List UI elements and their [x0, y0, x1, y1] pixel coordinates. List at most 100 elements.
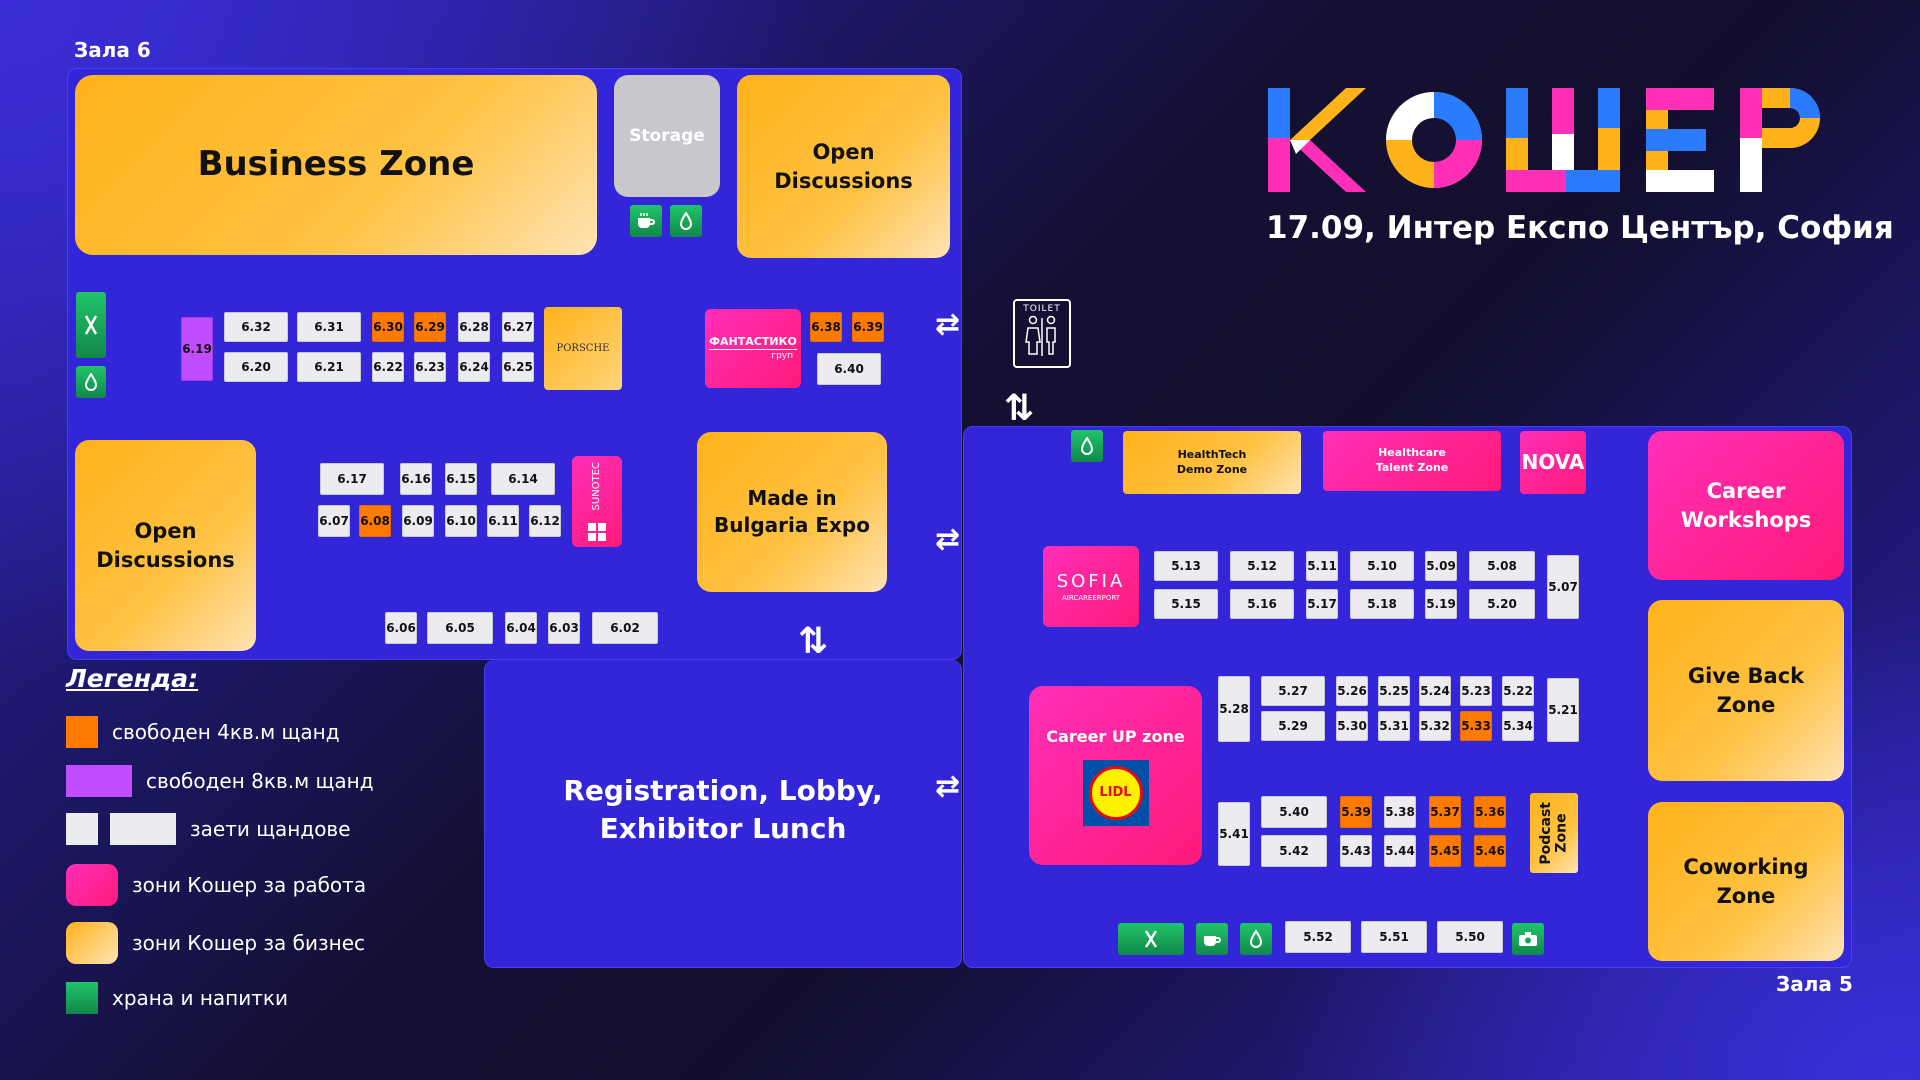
- porsche-stand[interactable]: PORSCHE: [544, 307, 622, 390]
- legend-item-free8: свободен 8кв.м щанд: [66, 765, 374, 797]
- stand-6-23[interactable]: 6.23: [414, 352, 446, 382]
- stand-6-11[interactable]: 6.11: [487, 505, 519, 537]
- stand-5-37[interactable]: 5.37: [1429, 796, 1461, 828]
- stand-5-20[interactable]: 5.20: [1469, 589, 1535, 619]
- legend-swatch: [66, 982, 98, 1014]
- stand-6-20[interactable]: 6.20: [224, 352, 288, 382]
- registration-zone[interactable]: Registration, Lobby, Exhibitor Lunch: [563, 774, 883, 845]
- stand-5-45[interactable]: 5.45: [1429, 835, 1461, 867]
- stand-5-46[interactable]: 5.46: [1474, 835, 1506, 867]
- stand-6-24[interactable]: 6.24: [458, 352, 490, 382]
- stand-6-05[interactable]: 6.05: [427, 612, 493, 644]
- stand-5-13[interactable]: 5.13: [1154, 551, 1218, 581]
- legend-label: зони Кошер за работа: [132, 873, 367, 897]
- stand-6-31[interactable]: 6.31: [297, 312, 361, 342]
- stand-5-30[interactable]: 5.30: [1336, 711, 1368, 741]
- stand-6-25[interactable]: 6.25: [502, 352, 534, 382]
- stand-5-08[interactable]: 5.08: [1469, 551, 1535, 581]
- stand-5-09[interactable]: 5.09: [1425, 551, 1457, 581]
- stand-5-12[interactable]: 5.12: [1230, 551, 1294, 581]
- stand-5-21[interactable]: 5.21: [1547, 678, 1579, 742]
- stand-6-02[interactable]: 6.02: [592, 612, 658, 644]
- stand-5-15[interactable]: 5.15: [1154, 589, 1218, 619]
- stand-5-26[interactable]: 5.26: [1336, 676, 1368, 706]
- stand-5-29[interactable]: 5.29: [1261, 711, 1325, 741]
- healthcare-zone[interactable]: Healthcare Talent Zone: [1323, 431, 1501, 491]
- stand-5-39[interactable]: 5.39: [1340, 796, 1372, 828]
- stand-6-32[interactable]: 6.32: [224, 312, 288, 342]
- stand-6-06[interactable]: 6.06: [385, 612, 417, 644]
- stand-5-10[interactable]: 5.10: [1350, 551, 1414, 581]
- stand-5-18[interactable]: 5.18: [1350, 589, 1414, 619]
- stand-5-24[interactable]: 5.24: [1419, 676, 1451, 706]
- sunotec-logo-text: SUNOTEC: [591, 462, 603, 511]
- nova-zone[interactable]: NOVA: [1520, 431, 1586, 494]
- storage-zone[interactable]: Storage: [614, 75, 720, 197]
- stand-5-07[interactable]: 5.07: [1547, 555, 1579, 619]
- stand-5-25[interactable]: 5.25: [1378, 676, 1410, 706]
- stand-5-23[interactable]: 5.23: [1460, 676, 1492, 706]
- career-up-zone[interactable]: Career UP zone LIDL: [1029, 686, 1202, 865]
- stand-6-40[interactable]: 6.40: [817, 353, 881, 385]
- open-discussions-left-zone[interactable]: Open Discussions: [75, 440, 256, 651]
- stand-5-52[interactable]: 5.52: [1285, 921, 1351, 953]
- stand-6-38[interactable]: 6.38: [810, 312, 842, 342]
- stand-5-36[interactable]: 5.36: [1474, 796, 1506, 828]
- stand-5-28[interactable]: 5.28: [1218, 676, 1250, 742]
- sunotec-stand[interactable]: SUNOTEC: [572, 456, 622, 547]
- legend-label: свободен 4кв.м щанд: [112, 720, 340, 744]
- stand-5-32[interactable]: 5.32: [1419, 711, 1451, 741]
- stand-5-22[interactable]: 5.22: [1502, 676, 1534, 706]
- business-zone[interactable]: Business Zone: [75, 75, 597, 255]
- stand-6-29[interactable]: 6.29: [414, 312, 446, 342]
- stand-6-14[interactable]: 6.14: [491, 463, 555, 495]
- kosher-logo-graphic: [1268, 88, 1820, 192]
- stand-5-34[interactable]: 5.34: [1502, 711, 1534, 741]
- stand-6-04[interactable]: 6.04: [505, 612, 537, 644]
- stand-6-17[interactable]: 6.17: [320, 463, 384, 495]
- stand-5-27[interactable]: 5.27: [1261, 676, 1325, 706]
- open-discussions-top-zone[interactable]: Open Discussions: [737, 75, 950, 258]
- stand-6-15[interactable]: 6.15: [445, 463, 477, 495]
- stand-5-50[interactable]: 5.50: [1437, 921, 1503, 953]
- stand-6-27[interactable]: 6.27: [502, 312, 534, 342]
- made-in-bulgaria-zone[interactable]: Made in Bulgaria Expo: [697, 432, 887, 592]
- lidl-logo: LIDL: [1082, 759, 1149, 826]
- stand-6-07[interactable]: 6.07: [318, 505, 350, 537]
- stand-6-30[interactable]: 6.30: [372, 312, 404, 342]
- stand-5-38[interactable]: 5.38: [1384, 796, 1416, 828]
- stand-6-39[interactable]: 6.39: [852, 312, 884, 342]
- stand-5-33[interactable]: 5.33: [1460, 711, 1492, 741]
- podcast-zone[interactable]: Podcast Zone: [1530, 793, 1578, 873]
- stand-5-16[interactable]: 5.16: [1230, 589, 1294, 619]
- stand-6-08[interactable]: 6.08: [359, 505, 391, 537]
- stand-5-17[interactable]: 5.17: [1306, 589, 1338, 619]
- stand-6-21[interactable]: 6.21: [297, 352, 361, 382]
- stand-5-42[interactable]: 5.42: [1261, 835, 1327, 867]
- stand-6-16[interactable]: 6.16: [400, 463, 432, 495]
- stand-6-19[interactable]: 6.19: [181, 317, 213, 381]
- legend-item-free4: свободен 4кв.м щанд: [66, 716, 340, 748]
- legend-label: свободен 8кв.м щанд: [146, 769, 374, 793]
- stand-6-10[interactable]: 6.10: [445, 505, 477, 537]
- career-workshops-zone[interactable]: Career Workshops: [1648, 431, 1844, 580]
- give-back-zone[interactable]: Give Back Zone: [1648, 600, 1844, 781]
- fantastico-stand[interactable]: ФАНТАСТИКО груп: [705, 309, 801, 388]
- stand-5-43[interactable]: 5.43: [1340, 835, 1372, 867]
- stand-6-03[interactable]: 6.03: [548, 612, 580, 644]
- sofia-airport-stand[interactable]: SOFIA AIRCAREERPORT: [1043, 546, 1139, 627]
- stand-5-41[interactable]: 5.41: [1218, 802, 1250, 866]
- stand-5-31[interactable]: 5.31: [1378, 711, 1410, 741]
- stand-6-28[interactable]: 6.28: [458, 312, 490, 342]
- coworking-zone[interactable]: Coworking Zone: [1648, 802, 1844, 961]
- stand-6-22[interactable]: 6.22: [372, 352, 404, 382]
- healthtech-zone[interactable]: HealthTech Demo Zone: [1123, 431, 1301, 494]
- stand-5-44[interactable]: 5.44: [1384, 835, 1416, 867]
- event-subtitle: 17.09, Интер Експо Център, София: [1266, 210, 1894, 246]
- stand-5-11[interactable]: 5.11: [1306, 551, 1338, 581]
- stand-6-12[interactable]: 6.12: [529, 505, 561, 537]
- stand-6-09[interactable]: 6.09: [402, 505, 434, 537]
- stand-5-51[interactable]: 5.51: [1361, 921, 1427, 953]
- stand-5-19[interactable]: 5.19: [1425, 589, 1457, 619]
- stand-5-40[interactable]: 5.40: [1261, 796, 1327, 828]
